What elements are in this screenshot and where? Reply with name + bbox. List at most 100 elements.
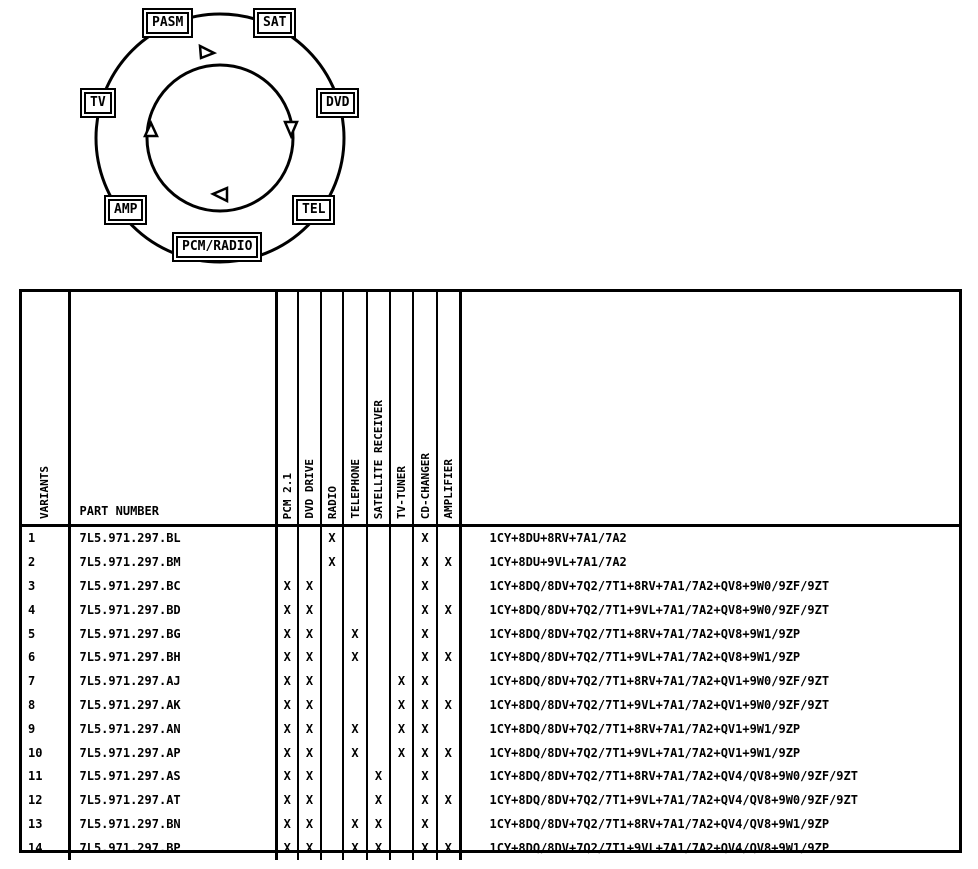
header-pcm: PCM 2.1 [274, 292, 298, 527]
header-cd-changer-label: CD-CHANGER [418, 452, 432, 519]
cell-sat [366, 645, 390, 670]
cell-pcm: X [274, 645, 298, 670]
cell-radio [320, 574, 343, 599]
cell-cd: X [412, 669, 437, 694]
cell-amp [436, 669, 460, 694]
cell-radio [320, 669, 343, 694]
flow-arrow-bottom [210, 186, 229, 204]
cell-code: 1CY+8DQ/8DV+7Q2/7T1+9VL+7A1/7A2+QV4/QV8+… [458, 836, 959, 861]
cell-amp [436, 574, 460, 599]
cell-variant: 12 [28, 793, 43, 808]
cell-radio: X [320, 550, 343, 575]
cell-tv [389, 525, 413, 551]
cell-sat [366, 550, 390, 575]
cell-tel [342, 693, 367, 718]
flow-arrow-right [283, 120, 299, 140]
flow-arrow-left [143, 120, 159, 138]
cell-code: 1CY+8DQ/8DV+7Q2/7T1+8RV+7A1/7A2+QV8+9W1/… [458, 622, 959, 646]
cell-dvd: X [297, 812, 321, 837]
cell-pcm: X [274, 788, 298, 813]
cell-part: 7L5.971.297.BG [67, 622, 276, 646]
cell-radio [320, 836, 343, 861]
cell-amp: X [436, 741, 460, 765]
cell-amp: X [436, 645, 460, 670]
cell-amp: X [436, 550, 460, 575]
cell-sat: X [366, 764, 390, 789]
cell-tv: X [389, 717, 413, 742]
cell-radio [320, 788, 343, 813]
cell-variant: 6 [28, 650, 36, 665]
cell-cd: X [412, 574, 437, 599]
ring-label-amp: AMP [108, 199, 144, 221]
cell-variant: 13 [28, 816, 43, 831]
cell-part: 7L5.971.297.BL [67, 525, 276, 551]
cell-sat [366, 741, 390, 765]
cell-cd: X [412, 788, 437, 813]
cell-pcm: X [274, 693, 298, 718]
cell-amp [436, 764, 460, 789]
header-telephone: TELEPHONE [342, 292, 367, 527]
cell-dvd: X [297, 622, 321, 646]
header-telephone-label: TELEPHONE [348, 459, 362, 519]
cell-variant: 1 [28, 531, 36, 546]
cell-tv [389, 622, 413, 646]
cell-part: 7L5.971.297.BD [67, 598, 276, 623]
cell-cd: X [412, 693, 437, 718]
cell-tv: X [389, 741, 413, 765]
header-pcm-label: PCM 2.1 [280, 472, 294, 519]
ring-label-sat: SAT [257, 12, 293, 34]
cell-code: 1CY+8DQ/8DV+7Q2/7T1+9VL+7A1/7A2+QV1+9W1/… [458, 741, 959, 765]
header-satellite: SATELLITE RECEIVER [366, 292, 390, 527]
cell-pcm: X [274, 741, 298, 765]
cell-part: 7L5.971.297.BP [67, 836, 276, 861]
inner-ring [145, 63, 295, 213]
header-amplifier: AMPLIFIER [436, 292, 460, 527]
cell-cd: X [412, 741, 437, 765]
cell-dvd: X [297, 574, 321, 599]
cell-code: 1CY+8DQ/8DV+7Q2/7T1+9VL+7A1/7A2+QV8+9W0/… [458, 598, 959, 623]
cell-code: 1CY+8DQ/8DV+7Q2/7T1+8RV+7A1/7A2+QV4/QV8+… [458, 764, 959, 789]
cell-radio [320, 598, 343, 623]
cell-pcm: X [274, 717, 298, 742]
ring-label-tel: TEL [296, 199, 332, 221]
cell-tv [389, 550, 413, 575]
header-part-number: PART NUMBER [67, 292, 276, 527]
cell-part: 7L5.971.297.BH [67, 645, 276, 670]
cell-pcm [274, 525, 298, 551]
cell-tv [389, 788, 413, 813]
cell-code: 1CY+8DQ/8DV+7Q2/7T1+8RV+7A1/7A2+QV1+9W1/… [458, 717, 959, 742]
cell-variant: 7 [28, 674, 36, 689]
cell-tv: X [389, 669, 413, 694]
cell-tel [342, 764, 367, 789]
cell-tv [389, 645, 413, 670]
cell-part: 7L5.971.297.AJ [67, 669, 276, 694]
cell-radio [320, 764, 343, 789]
outer-ring [94, 12, 346, 264]
variants-table: VARIANTS PART NUMBER PCM 2.1 DVD DRIVE R… [19, 289, 962, 861]
cell-pcm: X [274, 812, 298, 837]
cell-pcm: X [274, 836, 298, 861]
cell-part: 7L5.971.297.BC [67, 574, 276, 599]
cell-tv [389, 764, 413, 789]
cell-radio [320, 693, 343, 718]
cell-dvd: X [297, 669, 321, 694]
ring-diagram: PASM SAT TV DVD AMP TEL PCM/RADIO [0, 0, 400, 270]
cell-tel [342, 788, 367, 813]
cell-cd: X [412, 717, 437, 742]
cell-amp: X [436, 836, 460, 861]
header-dvd-drive-label: DVD DRIVE [303, 459, 316, 519]
cell-variant: 4 [28, 602, 36, 617]
cell-sat [366, 669, 390, 694]
cell-cd: X [412, 598, 437, 623]
cell-code: 1CY+8DQ/8DV+7Q2/7T1+9VL+7A1/7A2+QV8+9W1/… [458, 645, 959, 670]
cell-radio [320, 645, 343, 670]
cell-variant: 3 [28, 578, 36, 593]
cell-variant: 11 [28, 769, 43, 784]
cell-sat [366, 717, 390, 742]
cell-tel [342, 525, 367, 551]
